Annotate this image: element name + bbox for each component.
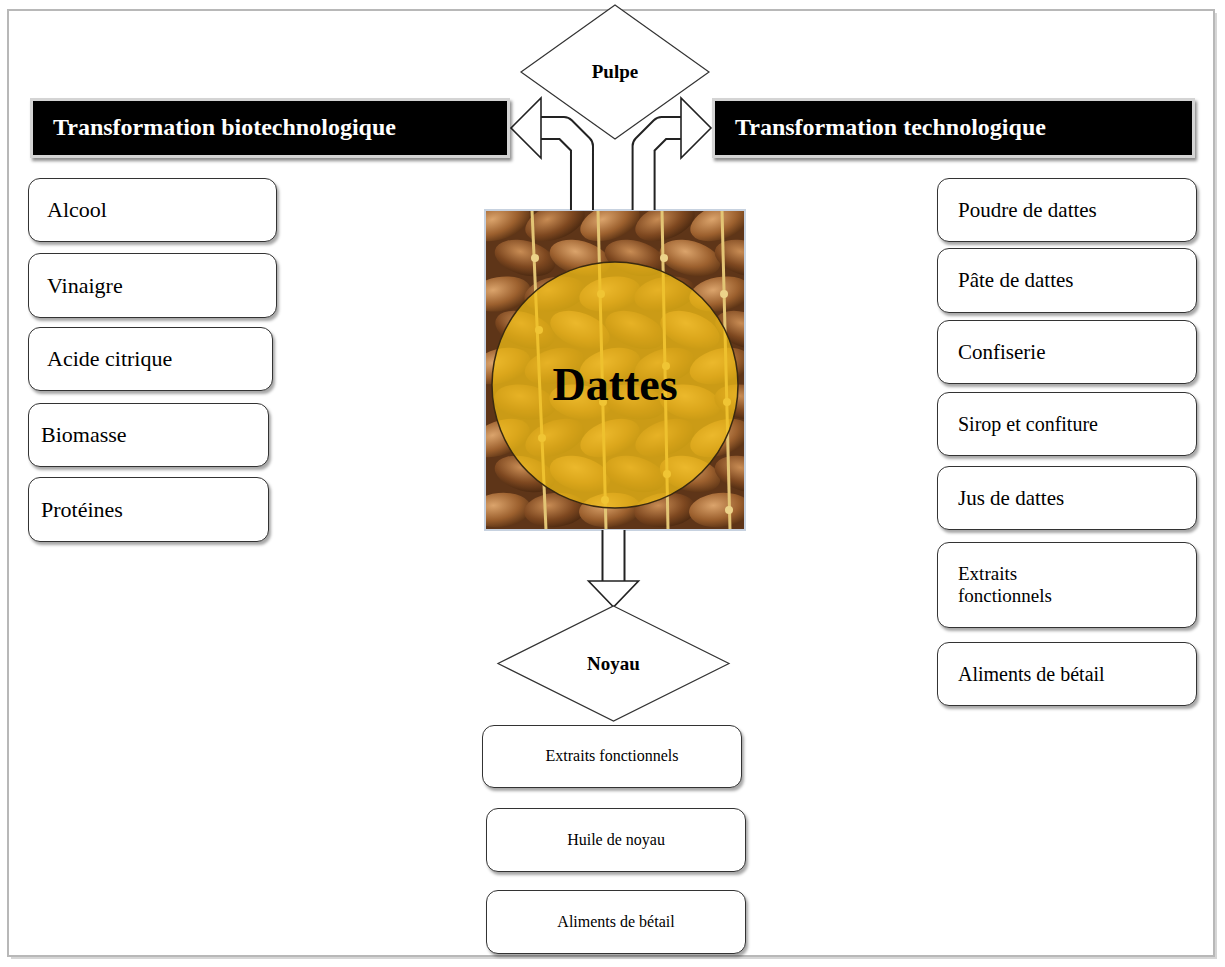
product-box: Protéines: [28, 477, 269, 542]
arrow-shaft-outline: [602, 530, 626, 583]
node-label: Aliments de bétail: [958, 663, 1105, 686]
node-label: Pâte de dattes: [958, 268, 1073, 292]
arrow-shaft-outline: [644, 128, 683, 210]
node-label: Aliments de bétail: [557, 913, 674, 931]
string-knot: [725, 506, 733, 514]
node-label: Confiserie: [958, 340, 1045, 364]
product-box: Acide citrique: [28, 327, 273, 391]
node-label: Noyau: [587, 653, 640, 675]
arrow-shaft-outline: [539, 128, 582, 210]
frame-border: [8, 10, 1214, 956]
node-label: Transformation technologique: [735, 114, 1046, 142]
title-band: Transformation biotechnologique: [30, 98, 510, 158]
circle-shape: [492, 262, 738, 508]
node-label: Dattes: [552, 359, 677, 412]
node-label: Vinaigre: [47, 273, 123, 298]
product-box: Pâte de dattes: [937, 248, 1197, 313]
product-box: Huile de noyau: [486, 808, 746, 872]
arrow-head: [681, 98, 711, 158]
dates-circle: Dattes: [485, 210, 745, 530]
product-box: Poudre de dattes: [937, 178, 1197, 242]
node-label: Poudre de dattes: [958, 198, 1097, 222]
dates-cluster: [485, 210, 745, 530]
node-label: Jus de dattes: [958, 486, 1064, 510]
hollow-arrow: [511, 98, 582, 210]
product-box: Vinaigre: [28, 253, 277, 318]
arrow-head: [589, 581, 639, 607]
date-fruit: [688, 490, 745, 529]
product-box: Aliments de bétail: [937, 642, 1197, 706]
arrow-shaft: [644, 128, 683, 210]
node-label: Huile de noyau: [567, 831, 665, 849]
hollow-arrow: [644, 98, 711, 210]
product-box: Biomasse: [28, 403, 269, 467]
decision-diamond: Pulpe: [520, 4, 710, 140]
node-label: Pulpe: [592, 61, 638, 83]
photo-ground: [485, 210, 745, 530]
string-knot: [531, 254, 539, 262]
node-label: Alcool: [47, 197, 107, 222]
node-label: Extraits fonctionnels: [546, 747, 679, 765]
title-band: Transformation technologique: [712, 98, 1195, 158]
product-box: Jus de dattes: [937, 466, 1197, 530]
node-label: Extraits fonctionnels: [958, 563, 1088, 607]
product-box: Confiserie: [937, 320, 1197, 384]
product-box: Aliments de bétail: [486, 890, 746, 954]
date-fruit: [711, 234, 745, 283]
product-box: Extraits fonctionnels: [937, 542, 1197, 628]
photo-border: [485, 210, 745, 530]
diamond-shape: [498, 606, 729, 721]
hollow-arrow: [589, 530, 639, 607]
arrow-head: [511, 98, 541, 158]
product-box: Extraits fonctionnels: [482, 725, 742, 788]
node-label: Protéines: [41, 497, 123, 522]
arrow-shaft: [604, 530, 624, 583]
node-label: Transformation biotechnologique: [53, 114, 396, 142]
product-box: Alcool: [28, 178, 277, 242]
string-knot: [660, 254, 668, 262]
product-box: Sirop et confiture: [937, 392, 1197, 456]
decision-diamond: Noyau: [497, 605, 730, 722]
node-label: Sirop et confiture: [958, 413, 1098, 436]
diamond-shape: [521, 5, 709, 139]
date-fruit: [491, 234, 560, 283]
arrow-shaft: [539, 128, 582, 210]
node-label: Biomasse: [41, 422, 127, 447]
node-label: Acide citrique: [47, 346, 172, 371]
string-knot: [720, 290, 728, 298]
